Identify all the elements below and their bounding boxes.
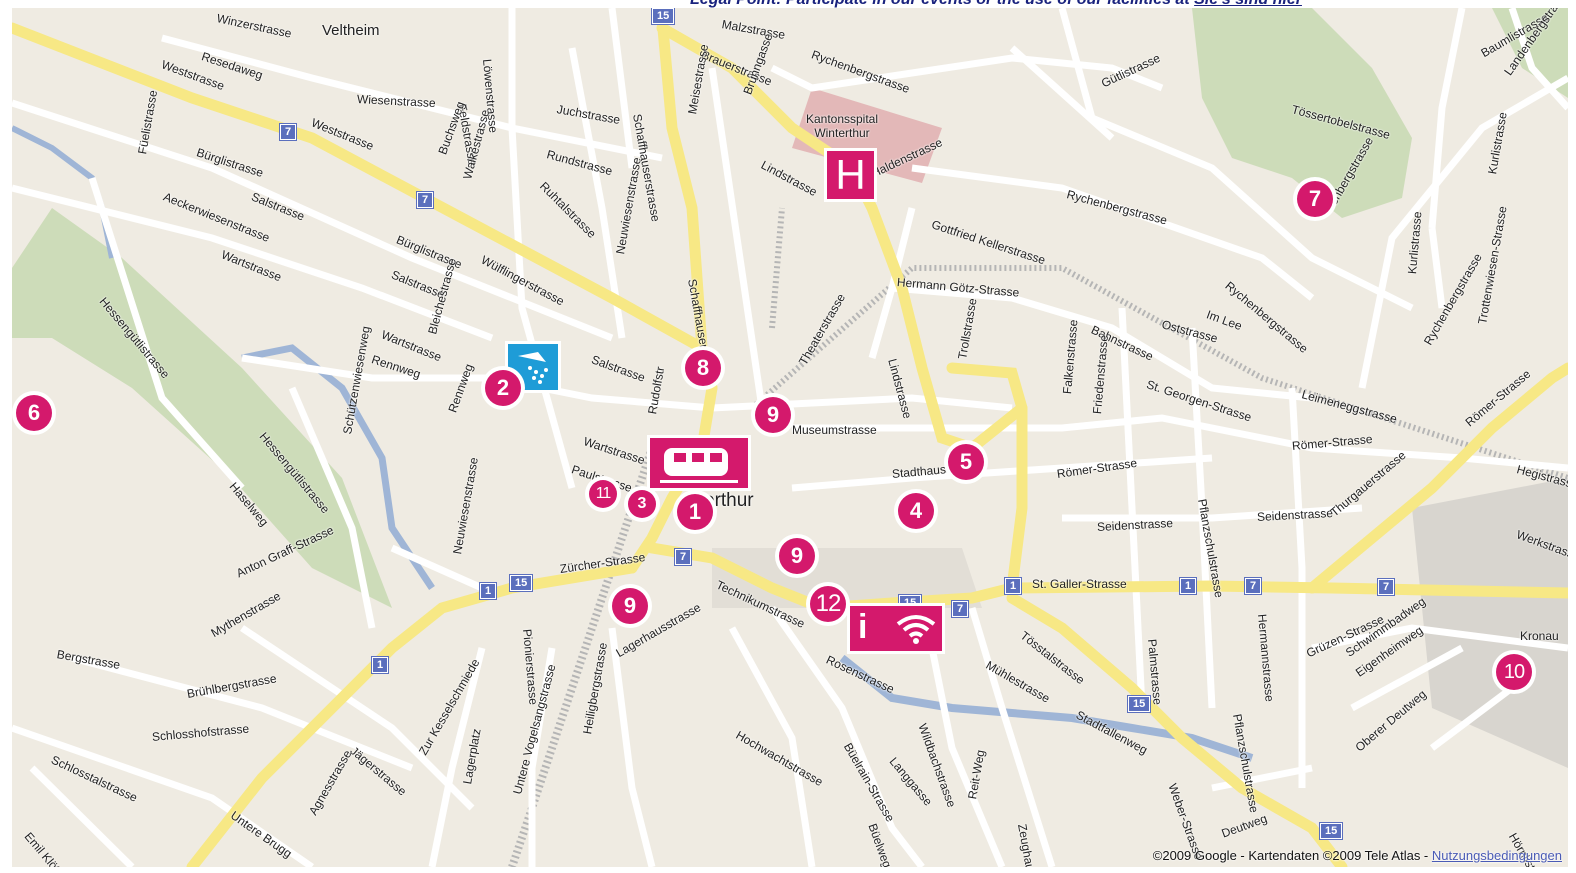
marker-4[interactable]: 4 xyxy=(898,493,934,529)
street-label: Kronau xyxy=(1520,629,1559,643)
railway-north xyxy=(769,207,785,329)
map-canvas[interactable] xyxy=(12,8,1568,867)
street-label: Seidenstrasse xyxy=(1256,506,1334,524)
place-label-winterthur: erthur xyxy=(704,490,754,511)
route-shield-7: 7 xyxy=(280,124,297,140)
marker-1[interactable]: 1 xyxy=(677,494,713,530)
route-shield-7: 7 xyxy=(952,601,969,617)
marker-5[interactable]: 5 xyxy=(948,444,984,480)
info-wifi-icon[interactable]: i xyxy=(850,606,942,651)
railway-east xyxy=(750,265,1568,481)
marker-9[interactable]: 9 xyxy=(612,588,648,624)
route-shield-15: 15 xyxy=(1320,823,1343,839)
marker-2[interactable]: 2 xyxy=(485,370,521,406)
terms-link[interactable]: Nutzungsbedingungen xyxy=(1431,848,1562,863)
map-copyright: ©2009 Google - Kartendaten ©2009 Tele At… xyxy=(1153,848,1562,863)
legal-note: Legal Point: Participate in our events o… xyxy=(690,0,1576,9)
route-shield-15: 15 xyxy=(1128,696,1151,712)
route-shield-1: 1 xyxy=(372,657,389,673)
route-shield-15: 15 xyxy=(510,575,533,591)
map-viewport[interactable]: Veltheim erthur Kantonsspital Winterthur… xyxy=(12,8,1568,867)
route-shield-7: 7 xyxy=(675,549,692,565)
marker-10[interactable]: 10 xyxy=(1496,654,1532,690)
marker-9[interactable]: 9 xyxy=(755,397,791,433)
marker-12[interactable]: 12 xyxy=(810,586,846,622)
park-area-west xyxy=(12,208,392,608)
legal-note-link[interactable]: Sie's sind hier xyxy=(1194,0,1302,8)
info-icon: i xyxy=(858,608,868,646)
route-shield-7: 7 xyxy=(1245,578,1262,594)
street-label: Seidenstrasse xyxy=(1096,516,1174,534)
river-central xyxy=(241,344,435,590)
street-label: St. Galler-Strasse xyxy=(1032,577,1127,591)
route-shield-7: 7 xyxy=(1378,579,1395,595)
hospital-area xyxy=(792,88,942,183)
route-shield-1: 1 xyxy=(1180,578,1197,594)
place-label-veltheim: Veltheim xyxy=(322,22,380,39)
legal-note-text: Legal Point: Participate in our events o… xyxy=(690,0,1190,8)
route-shield-15: 15 xyxy=(652,8,675,24)
park-area-northeast xyxy=(1192,8,1412,218)
marker-7[interactable]: 7 xyxy=(1297,181,1333,217)
marker-11[interactable]: 11 xyxy=(589,480,617,508)
route-shield-1: 1 xyxy=(480,583,497,599)
industrial-area xyxy=(1412,478,1568,768)
marker-3[interactable]: 3 xyxy=(628,490,656,518)
route-shield-7: 7 xyxy=(417,192,434,208)
street-label: Museumstrasse xyxy=(792,423,877,437)
wifi-icon xyxy=(896,615,936,644)
marker-6[interactable]: 6 xyxy=(16,395,52,431)
railway-south xyxy=(508,446,656,867)
place-label-hospital: Kantonsspital Winterthur xyxy=(805,112,879,140)
marker-9[interactable]: 9 xyxy=(779,538,815,574)
copyright-text: ©2009 Google - Kartendaten ©2009 Tele At… xyxy=(1152,848,1429,863)
hospital-icon[interactable]: H xyxy=(827,151,874,199)
route-shield-1: 1 xyxy=(1005,578,1022,594)
train-station-icon[interactable] xyxy=(650,438,748,488)
marker-8[interactable]: 8 xyxy=(685,350,721,386)
minor-roads xyxy=(12,8,1568,867)
